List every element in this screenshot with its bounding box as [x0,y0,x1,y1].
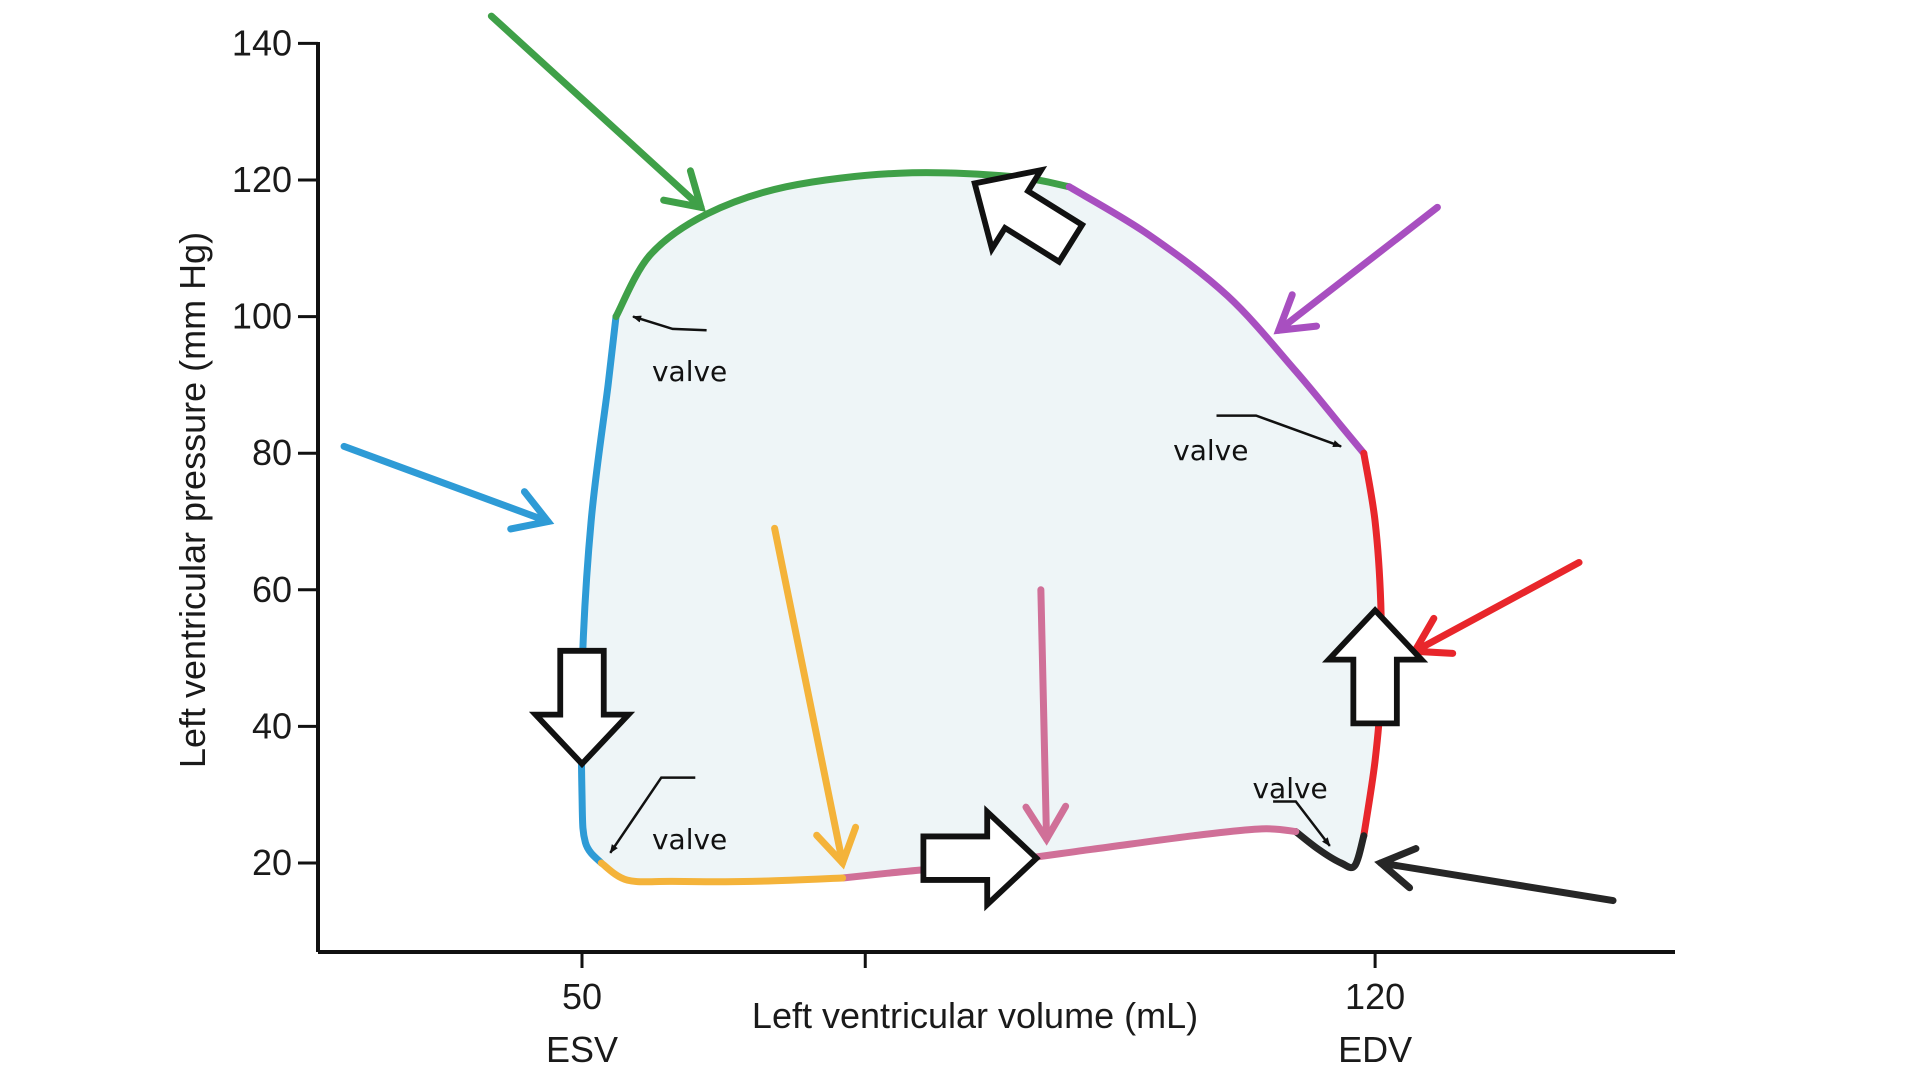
callout-arrow [771,524,860,870]
flow-direction-arrow [528,647,636,769]
callout-arrow [1022,586,1070,846]
valve-pointer [609,776,696,854]
loop-segment [597,859,847,886]
loop-segment [1065,183,1368,457]
valve-label: valve [1252,772,1327,805]
y-tick-label: 20 [252,842,292,883]
y-tick-label: 100 [232,296,292,337]
valve-label: valve [1173,434,1248,467]
y-axis-title: Left ventricular pressure (mm Hg) [172,232,213,768]
direction-arrows [528,165,1429,912]
callout-arrow [340,442,555,533]
y-tick-label: 120 [232,159,292,200]
loop-segment [1292,828,1368,872]
valve-label: valve [652,355,727,388]
flow-direction-arrow [920,805,1041,912]
flow-direction-arrow [971,165,1087,266]
valve-label: valve [652,823,727,856]
valve-pointer [1273,800,1331,847]
x-tick-sublabel: ESV [546,1029,618,1070]
valve-pointer [1216,414,1342,448]
x-tick-sublabel: EDV [1338,1029,1412,1070]
y-tick-label: 40 [252,705,292,746]
callout-arrow [1374,845,1617,905]
axes [316,42,1675,954]
valve-annotations: valve valve valve valve [609,315,1342,856]
callout-arrows [340,12,1617,905]
y-tick-label: 80 [252,432,292,473]
loop-area [581,172,1382,882]
y-tick-label: 60 [252,569,292,610]
callout-arrow [1408,558,1583,657]
x-tick-label: 50 [562,976,602,1017]
callout-arrow [1273,203,1441,335]
y-tick-label: 140 [232,22,292,63]
callout-arrow [487,12,706,212]
loop-segment [839,825,1300,882]
x-axis-title: Left ventricular volume (mL) [752,995,1198,1036]
valve-pointer [632,315,707,332]
flow-direction-arrow [1321,606,1429,727]
x-tick-label: 120 [1345,976,1405,1017]
